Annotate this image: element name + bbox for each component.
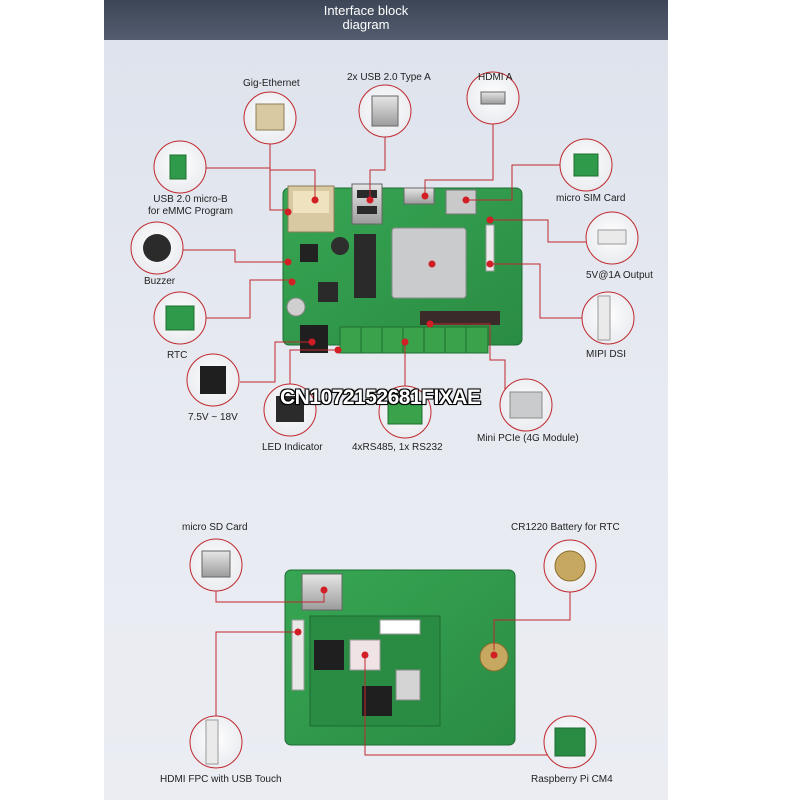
label-buzzer: Buzzer bbox=[144, 276, 176, 287]
buzzer-part bbox=[331, 237, 349, 255]
usb-thumb bbox=[371, 95, 399, 127]
output-thumb bbox=[597, 229, 627, 245]
bottom-leader-lines bbox=[215, 590, 571, 756]
mini-pcie-slot bbox=[354, 234, 376, 298]
rtc-thumb bbox=[165, 305, 195, 331]
top-board bbox=[282, 183, 523, 354]
label-cr1220: CR1220 Battery for RTC bbox=[511, 522, 620, 533]
ethernet-jack-face bbox=[293, 191, 329, 213]
label-usb-micro-b-line2: for eMMC Program bbox=[148, 206, 234, 217]
mipi-thumb bbox=[597, 295, 611, 341]
label-led-indicator: LED Indicator bbox=[262, 442, 323, 453]
hdmi-connector bbox=[403, 187, 435, 205]
diagram-title: Interface block diagram bbox=[104, 4, 668, 32]
header-band bbox=[104, 0, 668, 40]
mipi-fpc bbox=[485, 224, 495, 272]
sd-thumb bbox=[201, 550, 231, 578]
led-thumb bbox=[276, 396, 304, 422]
title-line-1: Interface block bbox=[323, 3, 409, 18]
dot-hdmi-fpc bbox=[294, 628, 302, 636]
dot-4g-module bbox=[428, 260, 436, 268]
top-red-dots bbox=[284, 192, 494, 354]
dot-usb-micro bbox=[284, 208, 292, 216]
bottom-red-dots bbox=[294, 586, 498, 659]
terminal-block bbox=[339, 326, 489, 354]
power-jack bbox=[300, 325, 328, 353]
dot-buzzer bbox=[284, 258, 292, 266]
cm4-thumb bbox=[554, 727, 586, 757]
sim-thumb bbox=[573, 153, 599, 177]
dot-rs485 bbox=[401, 338, 409, 346]
label-micro-sim: micro SIM Card bbox=[556, 193, 626, 204]
label-rpi-cm4: Raspberry Pi CM4 bbox=[531, 774, 613, 785]
cm4-emmc bbox=[395, 669, 421, 701]
dot-sim bbox=[462, 196, 470, 204]
label-micro-sd: micro SD Card bbox=[182, 522, 248, 533]
watermark-text: CN1072152681FIXAE bbox=[280, 386, 481, 409]
ic-chip-1 bbox=[300, 244, 318, 262]
label-hdmi-fpc: HDMI FPC with USB Touch bbox=[160, 774, 282, 785]
pcie-thumb bbox=[509, 391, 543, 419]
fpc-thumb bbox=[205, 719, 219, 765]
buzzer-thumb bbox=[143, 234, 171, 262]
dot-battery bbox=[490, 651, 498, 659]
cm4-soc bbox=[314, 640, 344, 670]
dot-5v bbox=[486, 216, 494, 224]
hdmi-thumb bbox=[480, 91, 506, 105]
dot-cm4 bbox=[361, 651, 369, 659]
dot-usb bbox=[366, 196, 374, 204]
cm4-label bbox=[379, 619, 421, 635]
ic-chip-2 bbox=[318, 282, 338, 302]
terminal-thumb bbox=[387, 401, 423, 425]
rtc-part bbox=[286, 297, 306, 317]
top-leader-lines bbox=[180, 120, 590, 428]
title-line-2: diagram bbox=[342, 17, 390, 32]
right-margin bbox=[668, 0, 800, 800]
sd-card-slot bbox=[301, 573, 343, 611]
dot-power bbox=[308, 338, 316, 346]
dot-micro-sd bbox=[320, 586, 328, 594]
dot-pcie bbox=[426, 320, 434, 328]
power-thumb bbox=[200, 366, 226, 394]
sim-slot bbox=[445, 189, 477, 215]
label-hdmi-a: HDMI A bbox=[478, 72, 513, 83]
top-callout-bubbles bbox=[130, 71, 639, 439]
usb-micro-thumb bbox=[169, 154, 187, 180]
dot-ethernet bbox=[311, 196, 319, 204]
label-gig-ethernet: Gig-Ethernet bbox=[243, 78, 300, 89]
left-margin bbox=[0, 0, 104, 800]
bottom-callout-bubbles bbox=[189, 538, 597, 769]
label-rs485: 4xRS485, 1x RS232 bbox=[352, 442, 443, 453]
label-mini-pcie: Mini PCIe (4G Module) bbox=[477, 433, 579, 444]
led-resistor-row bbox=[420, 311, 500, 325]
cm4-ram bbox=[362, 686, 392, 716]
dot-mipi bbox=[486, 260, 494, 268]
dot-rtc bbox=[288, 278, 296, 286]
bottom-board bbox=[284, 569, 516, 746]
ethernet-thumb bbox=[255, 103, 285, 131]
label-mipi-dsi: MIPI DSI bbox=[586, 349, 627, 360]
label-usb-type-a: 2x USB 2.0 Type A bbox=[347, 72, 431, 83]
label-usb-micro-b-line1: USB 2.0 micro-B bbox=[153, 194, 228, 205]
usb-port-2 bbox=[357, 206, 377, 214]
usb-port-1 bbox=[357, 190, 377, 198]
label-usb-micro-b: USB 2.0 micro-B for eMMC Program bbox=[148, 194, 233, 218]
hdmi-fpc-connector bbox=[291, 619, 305, 691]
dot-hdmi bbox=[421, 192, 429, 200]
battery-thumb bbox=[554, 550, 586, 582]
label-rtc: RTC bbox=[167, 350, 188, 361]
dot-led bbox=[334, 346, 342, 354]
label-power-in: 7.5V ~ 18V bbox=[188, 412, 238, 423]
label-5v-output: 5V@1A Output bbox=[586, 270, 653, 281]
